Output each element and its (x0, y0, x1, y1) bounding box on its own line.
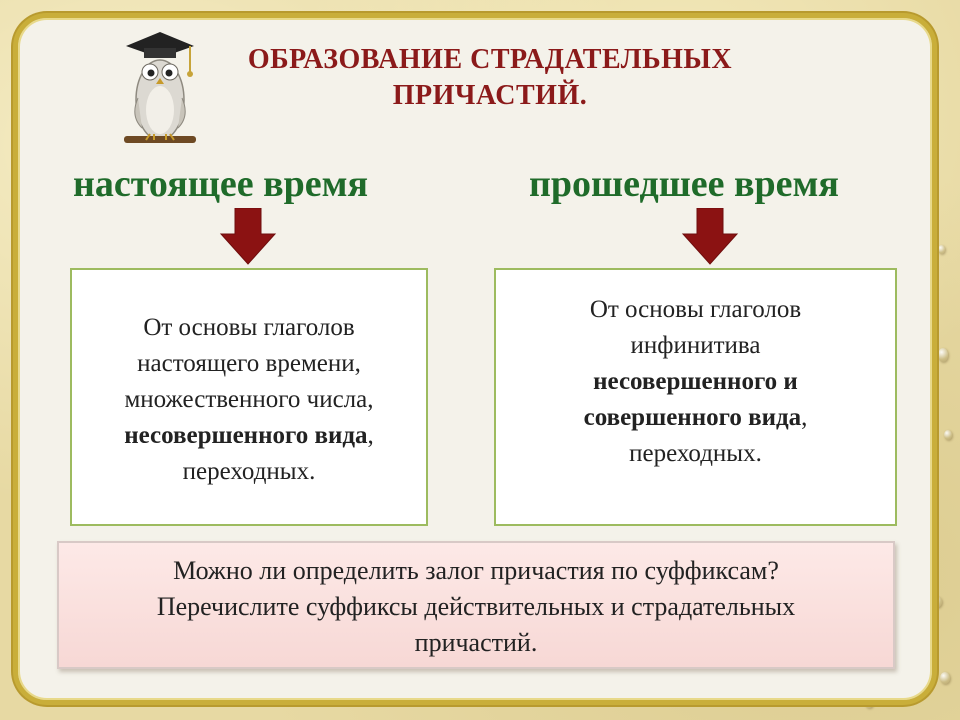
question-line-1: Можно ли определить залог причастия по с… (173, 556, 779, 585)
water-drop-decoration (938, 348, 948, 362)
rule-punctuation: , (801, 404, 808, 431)
rule-line: совершенного вида, (496, 400, 895, 436)
heading-present-tense: настоящее время (73, 163, 369, 205)
water-drop-decoration (938, 245, 945, 254)
rule-line: переходных. (629, 440, 762, 467)
rule-emphasis: несовершенного и (593, 368, 798, 395)
owl-graduation-cap-icon (124, 32, 196, 143)
rule-line: несовершенного вида, (72, 418, 426, 454)
question-line-3: причастий. (414, 628, 538, 657)
present-tense-rule-box: От основы глаголов настоящего времени, м… (70, 268, 428, 526)
rule-punctuation: , (367, 422, 374, 449)
rule-line: От основы глаголов (589, 296, 802, 323)
rule-line: несовершенного и (496, 364, 895, 400)
rule-line: инфинитива (630, 332, 761, 359)
slide-title: ОБРАЗОВАНИЕ СТРАДАТЕЛЬНЫХ ПРИЧАСТИЙ. (200, 42, 780, 114)
past-tense-rule-box: От основы глаголов инфинитива несовершен… (494, 268, 897, 526)
rule-emphasis: несовершенного вида (124, 422, 368, 449)
rule-emphasis: совершенного вида (583, 404, 802, 431)
arrow-down-icon (219, 208, 277, 265)
title-line-2: ПРИЧАСТИЙ. (392, 80, 588, 111)
rule-line: множественного числа, (124, 386, 374, 413)
heading-past-tense: прошедшее время (529, 163, 839, 205)
rule-line: От основы глаголов (143, 314, 355, 341)
arrow-down-icon (681, 208, 739, 265)
water-drop-decoration (940, 672, 950, 684)
rule-line: переходных. (182, 458, 316, 485)
question-line-2: Перечислите суффиксы действительных и ст… (156, 592, 796, 621)
title-line-1: ОБРАЗОВАНИЕ СТРАДАТЕЛЬНЫХ (247, 44, 733, 75)
rule-line: настоящего времени, (137, 350, 361, 377)
question-box: Можно ли определить залог причастия по с… (57, 541, 895, 669)
water-drop-decoration (944, 430, 952, 440)
